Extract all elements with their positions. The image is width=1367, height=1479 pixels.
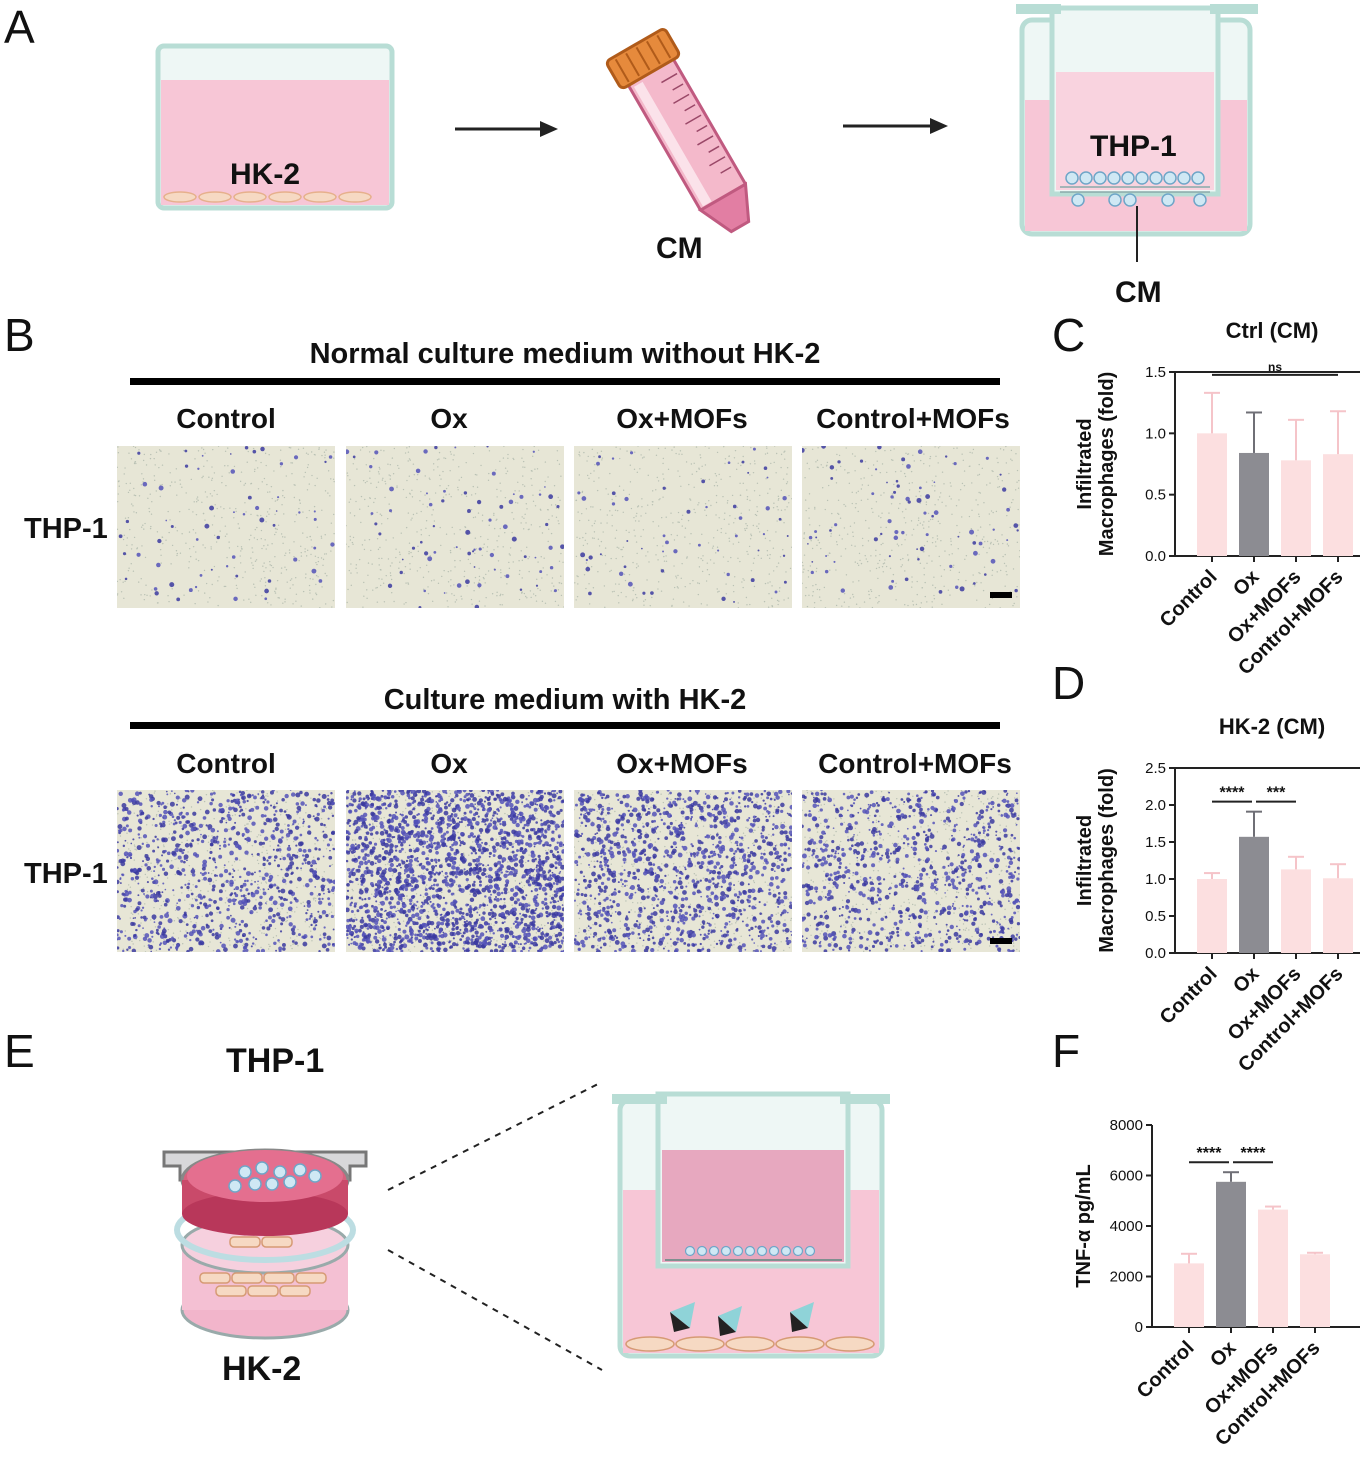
- micrograph-top: [117, 446, 335, 608]
- thp1-label: THP-1: [226, 1042, 325, 1080]
- panel-a-schematic: [155, 4, 1258, 262]
- y-tick-label: 0.0: [1145, 548, 1166, 565]
- micrograph-bottom: [346, 790, 564, 952]
- thp1-insert-label: THP-1: [1090, 130, 1177, 163]
- arrow-icon: [455, 121, 558, 137]
- x-tick-label: Control: [1156, 963, 1222, 1029]
- scale-bar: [990, 592, 1012, 598]
- bar: [1281, 460, 1311, 556]
- column-header: Control: [176, 748, 276, 779]
- y-tick-label: 1.5: [1145, 364, 1166, 381]
- coculture-schematic: [162, 1081, 890, 1371]
- chart-title: Ctrl (CM): [1226, 318, 1319, 343]
- hk2-dish-label: HK-2: [230, 158, 301, 191]
- mof-particle-icon: [670, 1302, 814, 1336]
- y-axis-label: Infiltrated: [1074, 418, 1096, 509]
- bar: [1216, 1181, 1246, 1327]
- bar: [1239, 836, 1269, 953]
- arrow-icon: [843, 118, 948, 134]
- y-tick-label: 6000: [1110, 1168, 1143, 1185]
- y-tick-label: 0.5: [1145, 487, 1166, 504]
- micrograph-bottom: [574, 790, 792, 952]
- micrograph-top: [574, 446, 792, 608]
- row-label: THP-1: [24, 858, 108, 890]
- y-tick-label: 1.0: [1145, 871, 1166, 888]
- x-tick-label: Ox: [1229, 963, 1263, 997]
- significance-label: ns: [1268, 360, 1282, 374]
- coculture-dish-icon: [162, 1148, 368, 1340]
- plot-frame: [1174, 371, 1360, 557]
- bar: [1323, 878, 1353, 953]
- x-tick-label: Ox: [1206, 1337, 1240, 1371]
- panel-label-f: F: [1052, 1025, 1081, 1077]
- cm-tube-label: CM: [656, 232, 703, 265]
- y-axis-label: Macrophages (fold): [1096, 372, 1118, 556]
- culture-dish-icon: [155, 43, 395, 211]
- bar: [1239, 452, 1269, 556]
- significance-label: ***: [1267, 785, 1286, 802]
- scale-bar: [990, 938, 1012, 944]
- micrograph-top: [346, 446, 564, 608]
- bottom-group-header: Culture medium with HK-2: [383, 684, 747, 716]
- y-axis-label: Macrophages (fold): [1096, 768, 1118, 952]
- y-axis-label: Infiltrated: [1074, 815, 1096, 906]
- micrograph-bottom: [117, 790, 335, 952]
- bar: [1258, 1209, 1288, 1327]
- x-tick-label: Control: [1133, 1337, 1199, 1403]
- column-header: Ox+MOFs: [616, 748, 748, 779]
- column-header: Control+MOFs: [818, 748, 1012, 779]
- bar: [1281, 869, 1311, 953]
- significance-label: ****: [1197, 1145, 1223, 1162]
- y-tick-label: 2.5: [1145, 760, 1166, 777]
- transwell-detail-icon: [612, 1091, 890, 1359]
- hk2-label: HK-2: [222, 1350, 302, 1388]
- bar: [1174, 1263, 1204, 1327]
- chart-title: HK-2 (CM): [1219, 714, 1325, 739]
- significance-label: ****: [1220, 785, 1246, 802]
- x-tick-label: Ox: [1229, 566, 1263, 600]
- transwell-icon: [1016, 4, 1258, 262]
- top-group-header: Normal culture medium without HK-2: [309, 338, 821, 370]
- y-tick-label: 0.5: [1145, 908, 1166, 925]
- y-axis-label: TNF-α pg/mL: [1073, 1164, 1095, 1287]
- panel-label-d: D: [1052, 657, 1086, 709]
- row-label: THP-1: [24, 513, 108, 545]
- y-tick-label: 1.5: [1145, 834, 1166, 851]
- y-tick-label: 0: [1135, 1319, 1143, 1336]
- bar: [1197, 433, 1227, 556]
- y-tick-label: 2.0: [1145, 797, 1166, 814]
- column-header: Control+MOFs: [816, 403, 1010, 434]
- top-group-rule: [130, 378, 1000, 385]
- bottom-group-rule: [130, 722, 1000, 729]
- column-header: Control: [176, 403, 276, 434]
- column-header: Ox: [430, 403, 468, 434]
- y-tick-label: 0.0: [1145, 945, 1166, 962]
- bar: [1323, 454, 1353, 556]
- y-tick-label: 8000: [1110, 1117, 1143, 1134]
- significance-label: ****: [1241, 1145, 1267, 1162]
- panel-label-c: C: [1052, 309, 1086, 361]
- plot-frame: [1174, 767, 1360, 954]
- y-tick-label: 1.0: [1145, 425, 1166, 442]
- column-header: Ox: [430, 748, 468, 779]
- panel-label-a: A: [4, 1, 35, 53]
- centrifuge-tube-icon: [605, 28, 751, 234]
- y-tick-label: 4000: [1110, 1218, 1143, 1235]
- micrograph-top: [802, 446, 1020, 608]
- cm-chamber-label: CM: [1115, 276, 1162, 309]
- y-tick-label: 2000: [1110, 1269, 1143, 1286]
- panel-label-e: E: [4, 1025, 35, 1077]
- column-header: Ox+MOFs: [616, 403, 748, 434]
- bar: [1197, 879, 1227, 953]
- bar: [1300, 1254, 1330, 1327]
- micrograph-bottom: [802, 790, 1020, 952]
- x-tick-label: Control: [1156, 566, 1222, 632]
- panel-label-b: B: [4, 309, 35, 361]
